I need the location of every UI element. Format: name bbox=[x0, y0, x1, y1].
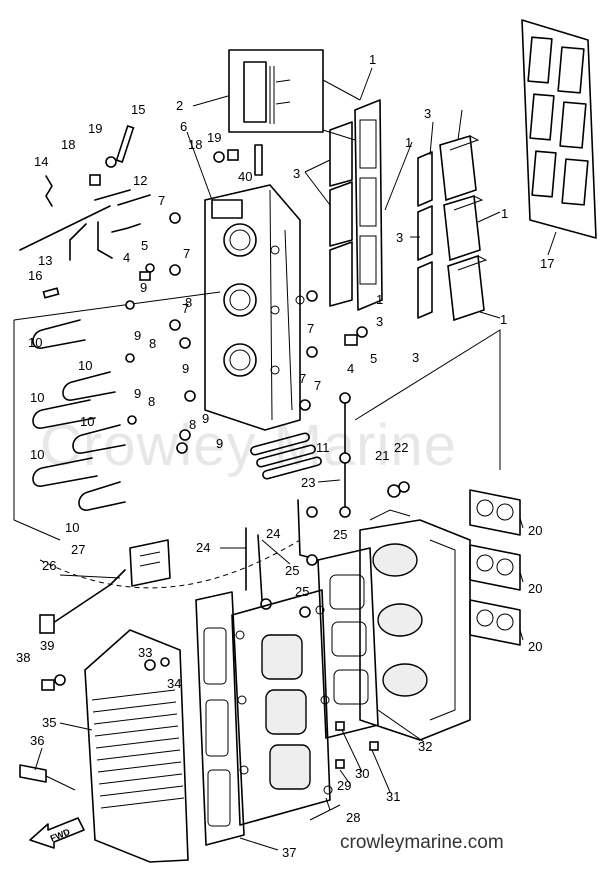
callout-labels: 1 1 1 1 1 2 3 3 3 3 3 4 4 5 5 6 7 7 7 7 … bbox=[16, 52, 554, 860]
callout-20: 20 bbox=[528, 639, 542, 654]
callout-19: 19 bbox=[207, 130, 221, 145]
callout-10: 10 bbox=[80, 414, 94, 429]
callout-9: 9 bbox=[202, 411, 209, 426]
fwd-arrow: FWD bbox=[19, 764, 85, 849]
exploded-frame-lines bbox=[13, 291, 501, 589]
callout-20: 20 bbox=[528, 523, 542, 538]
hoses-11 bbox=[250, 432, 322, 480]
reed-valve-plates bbox=[329, 99, 383, 311]
callout-3: 3 bbox=[412, 350, 419, 365]
gaskets-20 bbox=[469, 489, 521, 646]
callout-9: 9 bbox=[182, 361, 189, 376]
callout-1: 1 bbox=[501, 206, 508, 221]
callout-7: 7 bbox=[307, 321, 314, 336]
link-rod bbox=[339, 392, 351, 518]
callout-4: 4 bbox=[123, 250, 130, 265]
callout-10: 10 bbox=[78, 358, 92, 373]
callout-10: 10 bbox=[30, 390, 44, 405]
manifold-plate-28 bbox=[231, 547, 379, 826]
callout-22: 22 bbox=[394, 440, 408, 455]
gasket-37 bbox=[195, 591, 245, 846]
callout-30: 30 bbox=[355, 766, 369, 781]
callout-25: 25 bbox=[285, 563, 299, 578]
callout-1: 1 bbox=[376, 292, 383, 307]
callout-16: 16 bbox=[28, 268, 42, 283]
callout-35: 35 bbox=[42, 715, 56, 730]
callout-3: 3 bbox=[376, 314, 383, 329]
hoses-10 bbox=[19, 189, 151, 511]
callout-11: 11 bbox=[316, 440, 330, 455]
callout-10: 10 bbox=[30, 447, 44, 462]
callout-10: 10 bbox=[65, 520, 79, 535]
callout-32: 32 bbox=[418, 739, 432, 754]
callout-8: 8 bbox=[149, 336, 156, 351]
callout-29: 29 bbox=[337, 778, 351, 793]
bracket-26-27 bbox=[39, 539, 171, 634]
callout-15: 15 bbox=[131, 102, 145, 117]
callout-20: 20 bbox=[528, 581, 542, 596]
gasket-17 bbox=[521, 19, 597, 239]
callout-10: 10 bbox=[28, 335, 42, 350]
callout-28: 28 bbox=[346, 810, 360, 825]
callout-1: 1 bbox=[500, 312, 507, 327]
callout-7: 7 bbox=[314, 378, 321, 393]
callout-24: 24 bbox=[266, 526, 280, 541]
callout-18: 18 bbox=[61, 137, 75, 152]
callout-17: 17 bbox=[540, 256, 554, 271]
callout-18: 18 bbox=[188, 137, 202, 152]
callout-40: 40 bbox=[238, 169, 252, 184]
callout-5: 5 bbox=[370, 351, 377, 366]
callout-5: 5 bbox=[141, 238, 148, 253]
callout-21: 21 bbox=[375, 448, 389, 463]
callout-7: 7 bbox=[299, 371, 306, 386]
callout-8: 8 bbox=[189, 417, 196, 432]
callout-8: 8 bbox=[185, 295, 192, 310]
rods-24-25 bbox=[245, 499, 318, 618]
site-url: crowleymarine.com bbox=[340, 832, 504, 853]
callout-1: 1 bbox=[369, 52, 376, 67]
callout-31: 31 bbox=[386, 789, 400, 804]
callout-13: 13 bbox=[38, 253, 52, 268]
callout-3: 3 bbox=[396, 230, 403, 245]
callout-33: 33 bbox=[138, 645, 152, 660]
callout-12: 12 bbox=[133, 173, 147, 188]
callout-9: 9 bbox=[134, 386, 141, 401]
callout-38: 38 bbox=[16, 650, 30, 665]
callout-36: 36 bbox=[30, 733, 44, 748]
callout-27: 27 bbox=[71, 542, 85, 557]
bolts bbox=[41, 657, 379, 769]
callout-9: 9 bbox=[134, 328, 141, 343]
callout-6: 6 bbox=[180, 119, 187, 134]
detail-inset-box bbox=[228, 49, 361, 141]
callout-37: 37 bbox=[282, 845, 296, 860]
callout-7: 7 bbox=[182, 301, 189, 316]
fittings bbox=[42, 124, 410, 498]
reed-valve-blocks bbox=[417, 134, 488, 322]
callout-19: 19 bbox=[88, 121, 102, 136]
callout-14: 14 bbox=[34, 154, 48, 169]
callout-3: 3 bbox=[293, 166, 300, 181]
callout-3: 3 bbox=[424, 106, 431, 121]
callout-7: 7 bbox=[183, 246, 190, 261]
throttle-body-assembly bbox=[359, 509, 471, 741]
callout-25: 25 bbox=[295, 584, 309, 599]
callout-8: 8 bbox=[148, 394, 155, 409]
callout-24: 24 bbox=[196, 540, 210, 555]
intake-manifold bbox=[204, 184, 305, 431]
callout-9: 9 bbox=[216, 436, 223, 451]
callout-34: 34 bbox=[167, 676, 181, 691]
callout-26: 26 bbox=[42, 558, 56, 573]
callout-7: 7 bbox=[158, 193, 165, 208]
callout-39: 39 bbox=[40, 638, 54, 653]
callout-4: 4 bbox=[347, 361, 354, 376]
silencer-cover-35 bbox=[84, 629, 189, 863]
callout-2: 2 bbox=[176, 98, 183, 113]
callout-23: 23 bbox=[301, 475, 315, 490]
callout-9: 9 bbox=[140, 280, 147, 295]
leader-lines bbox=[34, 67, 557, 851]
callout-25: 25 bbox=[333, 527, 347, 542]
callout-1: 1 bbox=[405, 135, 412, 150]
